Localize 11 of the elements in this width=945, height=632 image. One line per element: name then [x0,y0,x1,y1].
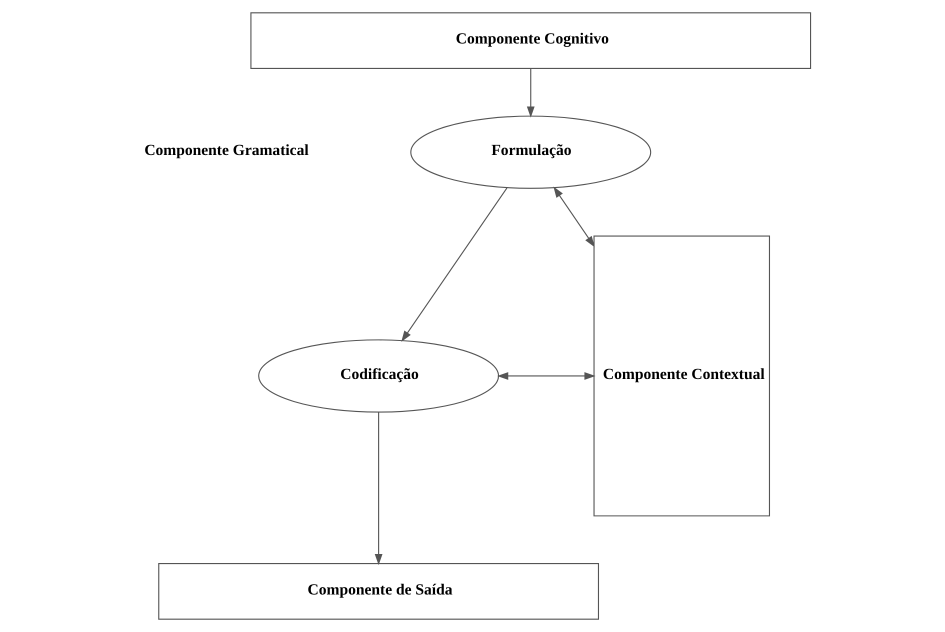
node-ellipse: Codificação [258,339,499,413]
node-box: Componente Contextual [592,236,770,516]
arrow [496,372,596,380]
node-box: Componente Cognitivo [250,12,811,69]
label: Componente Gramatical [144,142,308,160]
arrow [374,412,382,566]
node-ellipse: Formulação [410,116,651,189]
arrow [400,188,507,342]
arrow [552,186,594,248]
arrow [526,68,534,118]
node-box: Componente de Saída [158,563,599,620]
